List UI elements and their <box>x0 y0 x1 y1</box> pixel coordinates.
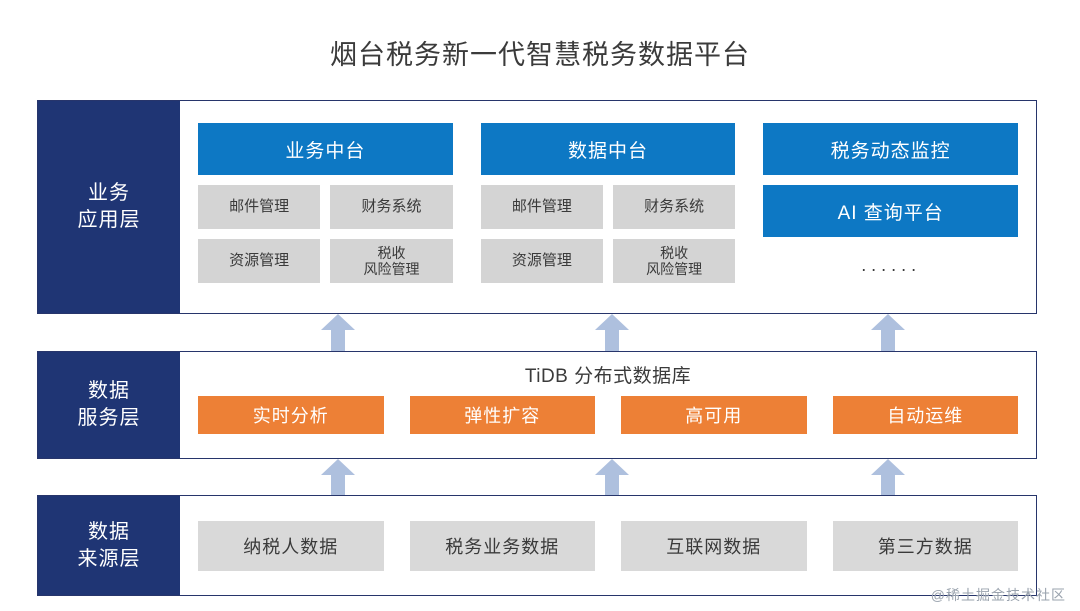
arrow-up-source-to-service-2 <box>595 459 629 497</box>
subcard-tax-risk-2-line1: 税收 <box>660 244 689 261</box>
subcard-tax-risk-line1: 税收 <box>377 244 406 261</box>
subcard-tax-risk-line2: 风险管理 <box>363 261 420 277</box>
layer-data-source-body: 纳税人数据 税务业务数据 互联网数据 第三方数据 <box>180 496 1036 595</box>
app-column-monitoring: 税务动态监控 AI 查询平台 ······ <box>763 123 1019 313</box>
capability-auto-ops[interactable]: 自动运维 <box>832 396 1018 434</box>
tidb-capability-row: 实时分析 弹性扩容 高可用 自动运维 <box>198 396 1018 434</box>
arrow-up-service-to-app-3 <box>871 314 905 352</box>
tidb-title: TiDB 分布式数据库 <box>524 366 692 387</box>
layer-data-service-label: 数据 服务层 <box>38 352 180 458</box>
arrow-up-source-to-service-3 <box>871 459 905 497</box>
subcard-resource-management-2[interactable]: 资源管理 <box>480 239 603 283</box>
subcard-finance-system[interactable]: 财务系统 <box>330 185 453 229</box>
more-items-ellipsis: ······ <box>860 259 921 279</box>
capability-high-availability[interactable]: 高可用 <box>621 396 807 434</box>
source-third-party-data[interactable]: 第三方数据 <box>832 520 1018 571</box>
app-column-business-midend: 业务中台 邮件管理 财务系统 资源管理 税收 风险管理 <box>198 123 453 313</box>
data-midend-subcards: 邮件管理 财务系统 资源管理 税收 风险管理 <box>480 185 736 283</box>
data-source-row: 纳税人数据 税务业务数据 互联网数据 第三方数据 <box>198 520 1018 571</box>
subcard-resource-management[interactable]: 资源管理 <box>198 239 321 283</box>
source-internet-data[interactable]: 互联网数据 <box>621 520 807 571</box>
subcard-finance-system-2[interactable]: 财务系统 <box>613 185 736 229</box>
subcard-mail-management[interactable]: 邮件管理 <box>198 185 321 229</box>
layer-data-service: 数据 服务层 TiDB 分布式数据库 实时分析 弹性扩容 高可用 自动运维 <box>37 351 1037 459</box>
business-midend-subcards: 邮件管理 财务系统 资源管理 税收 风险管理 <box>198 185 453 283</box>
card-ai-query-platform[interactable]: AI 查询平台 <box>763 185 1019 237</box>
layer-data-source-label-line1: 数据 <box>88 520 130 543</box>
layer-application-label-line2: 应用层 <box>77 209 141 231</box>
subcard-tax-risk-management[interactable]: 税收 风险管理 <box>330 239 453 283</box>
watermark: @稀土掘金技术社区 <box>930 587 1066 603</box>
arrow-up-source-to-service-1 <box>321 459 355 497</box>
layer-application-body: 业务中台 邮件管理 财务系统 资源管理 税收 风险管理 <box>180 101 1036 313</box>
subcard-mail-management-2[interactable]: 邮件管理 <box>480 185 603 229</box>
app-column-data-midend: 数据中台 邮件管理 财务系统 资源管理 税收 风险管理 <box>480 123 736 313</box>
layer-data-source-label-line2: 来源层 <box>77 547 141 570</box>
card-tax-dynamic-monitoring[interactable]: 税务动态监控 <box>763 123 1019 175</box>
layer-data-source: 数据 来源层 纳税人数据 税务业务数据 互联网数据 第三方数据 <box>37 495 1037 596</box>
layer-application: 业务 应用层 业务中台 邮件管理 财务系统 资源管理 税收 风险 <box>37 100 1037 314</box>
subcard-tax-risk-2-line2: 风险管理 <box>646 261 703 277</box>
capability-realtime-analytics[interactable]: 实时分析 <box>198 396 384 434</box>
arrow-up-service-to-app-1 <box>321 314 355 352</box>
layer-data-source-label: 数据 来源层 <box>38 496 180 595</box>
layer-data-service-label-line2: 服务层 <box>77 407 141 429</box>
source-taxpayer-data[interactable]: 纳税人数据 <box>198 520 384 571</box>
page-title: 烟台税务新一代智慧税务数据平台 <box>330 40 750 70</box>
source-tax-business-data[interactable]: 税务业务数据 <box>409 520 595 571</box>
capability-elastic-scaling[interactable]: 弹性扩容 <box>409 396 595 434</box>
layer-data-service-body: TiDB 分布式数据库 实时分析 弹性扩容 高可用 自动运维 <box>180 352 1036 458</box>
layer-data-service-label-line1: 数据 <box>88 380 130 402</box>
arrow-up-service-to-app-2 <box>595 314 629 352</box>
card-data-midend[interactable]: 数据中台 <box>480 123 736 175</box>
subcard-tax-risk-management-2[interactable]: 税收 风险管理 <box>613 239 736 283</box>
layer-application-label-line1: 业务 <box>88 182 130 204</box>
layer-application-label: 业务 应用层 <box>38 101 180 313</box>
card-business-midend[interactable]: 业务中台 <box>198 123 453 175</box>
